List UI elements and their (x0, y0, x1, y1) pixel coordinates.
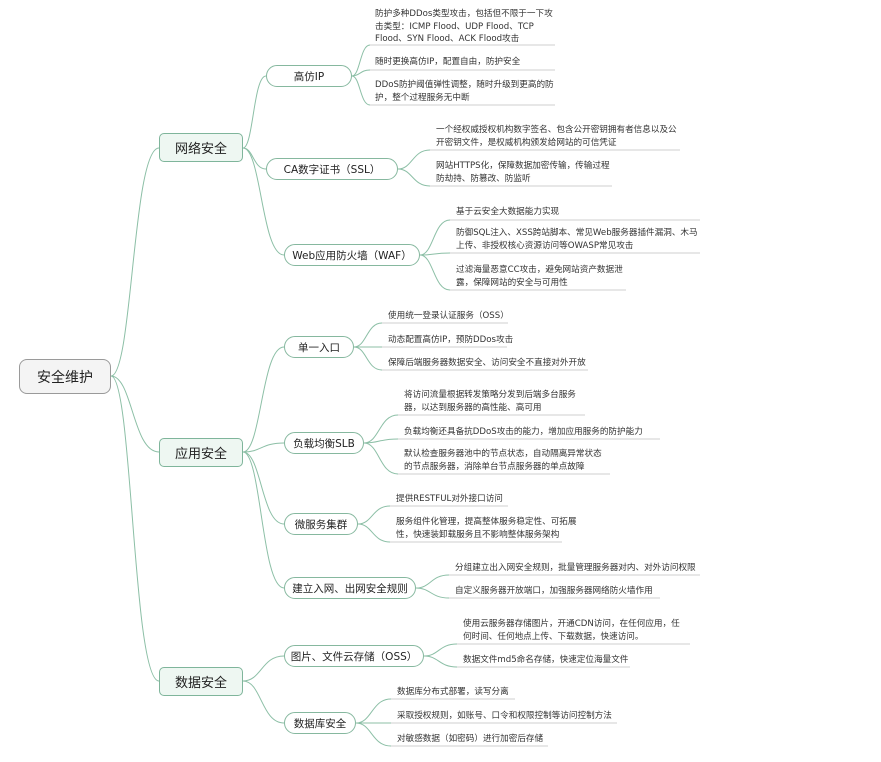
connector-line (242, 442, 285, 453)
connector-line (357, 505, 391, 525)
connector-line (110, 375, 160, 453)
leaf-item: 将访问流量根据转发策略分发到后端多台服务 器，以达到服务器的高性能、高可用 (404, 390, 576, 413)
connector-line (423, 655, 458, 668)
connector-line (357, 523, 391, 543)
connector-line (353, 322, 383, 348)
connector-line (397, 149, 431, 170)
branch-label: 网络安全 (174, 142, 227, 157)
group-label: Web应用防火墙（WAF） (292, 249, 412, 262)
connector-line (397, 168, 431, 187)
leaf-item: 保障后端服务器数据安全、访问安全不直接对外开放 (388, 358, 586, 368)
connector-line (419, 254, 451, 291)
leaf-item: 使用统一登录认证服务（OSS） (388, 311, 509, 321)
connector-line (415, 574, 450, 589)
leaf-item: 随时更换高仿IP，配置自由，防护安全 (375, 57, 521, 67)
leaf-item: 一个经权威授权机构数字签名、包含公开密钥拥有者信息以及公 开密钥文件，是权威机构… (436, 125, 677, 148)
connector-line (363, 414, 399, 444)
root-node: 安全维护 (19, 359, 111, 394)
connector-line (110, 375, 160, 682)
group-microservice-cluster: 微服务集群 (284, 513, 358, 535)
group-label: 高仿IP (293, 70, 325, 83)
leaf-item: 数据库分布式部署，读写分离 (397, 687, 509, 697)
group-single-entry: 单一入口 (284, 336, 354, 358)
connector-line (242, 346, 285, 453)
leaf-item: 默认检查服务器池中的节点状态，自动隔离异常状态 的节点服务器，消除单台节点服务器… (404, 449, 602, 472)
connector-line (242, 75, 267, 149)
leaf-item: 数据文件md5命名存储，快速定位海量文件 (463, 655, 629, 665)
connector-line (423, 643, 458, 657)
leaf-item: 负载均衡还具备抗DDoS攻击的能力，增加应用服务的防护能力 (404, 427, 643, 437)
leaf-item: 使用云服务器存储图片，开通CDN访问，在任何应用，任 何时间、任何地点上传、下载… (463, 619, 680, 642)
branch-data-security: 数据安全 (159, 667, 243, 696)
leaf-item: 提供RESTFUL对外接口访问 (396, 494, 503, 504)
group-label: 建立入网、出网安全规则 (292, 582, 408, 595)
connector-line (353, 346, 383, 371)
leaf-item: 自定义服务器开放端口，加强服务器网络防火墙作用 (455, 586, 653, 596)
leaf-item: 分组建立出入网安全规则，批量管理服务器对内、对外访问权限 (455, 563, 696, 573)
connector-line (242, 147, 285, 256)
connector-line (355, 722, 392, 747)
connector-line (242, 451, 285, 589)
group-anti-ddos-ip: 高仿IP (266, 65, 352, 87)
leaf-item: 过滤海量恶意CC攻击，避免网站资产数据泄 露，保障网站的安全与可用性 (456, 265, 623, 288)
connector-line (415, 587, 450, 599)
leaf-item: 动态配置高仿IP，预防DDos攻击 (388, 335, 514, 345)
leaf-item: 采取授权规则，如账号、口令和权限控制等访问控制方法 (397, 711, 612, 721)
group-label: 数据库安全 (293, 717, 347, 730)
root-label: 安全维护 (37, 369, 93, 386)
connector-line (351, 75, 371, 106)
leaf-item: DDoS防护阈值弹性调整，随时升级到更高的防 护，整个过程服务无中断 (375, 80, 554, 103)
connector-line (351, 44, 371, 77)
group-network-rules: 建立入网、出网安全规则 (284, 577, 416, 599)
leaf-item: 基于云安全大数据能力实现 (456, 207, 560, 217)
leaf-item: 服务组件化管理，提高整体服务稳定性、可拓展 性，快速装卸载服务且不影响整体服务架… (396, 517, 577, 540)
connector-line (363, 442, 399, 475)
group-ca-certificate: CA数字证书（SSL） (266, 158, 398, 180)
group-database-security: 数据库安全 (284, 712, 356, 734)
group-label: 单一入口 (298, 341, 340, 354)
group-label: 负载均衡SLB (293, 437, 355, 450)
leaf-item: 防护多种DDos类型攻击，包括但不限于一下攻 击类型：ICMP Flood、UD… (375, 9, 553, 45)
connector-line (419, 219, 451, 256)
connector-line (355, 698, 392, 724)
group-label: 微服务集群 (294, 518, 348, 531)
connector-line (363, 438, 399, 444)
group-label: CA数字证书（SSL） (283, 163, 381, 176)
branch-label: 数据安全 (174, 676, 227, 691)
group-load-balancer: 负载均衡SLB (284, 432, 364, 454)
group-oss-storage: 图片、文件云存储（OSS） (284, 645, 424, 667)
connector-line (419, 252, 451, 256)
connector-line (242, 451, 285, 525)
connector-line (351, 69, 371, 77)
leaf-item: 网站HTTPS化，保障数据加密传输，传输过程 防劫持、防篡改、防监听 (436, 161, 610, 184)
connector-line (242, 680, 285, 724)
branch-application-security: 应用安全 (159, 438, 243, 467)
group-waf: Web应用防火墙（WAF） (284, 244, 420, 266)
branch-network-security: 网络安全 (159, 133, 243, 162)
branch-label: 应用安全 (174, 447, 227, 462)
leaf-item: 对敏感数据（如密码）进行加密后存储 (397, 734, 544, 744)
connector-line (242, 655, 285, 682)
group-label: 图片、文件云存储（OSS） (290, 650, 418, 663)
leaf-item: 防御SQL注入、XSS跨站脚本、常见Web服务器插件漏洞、木马 上传、非授权核心… (456, 228, 698, 251)
connector-line (110, 147, 160, 377)
